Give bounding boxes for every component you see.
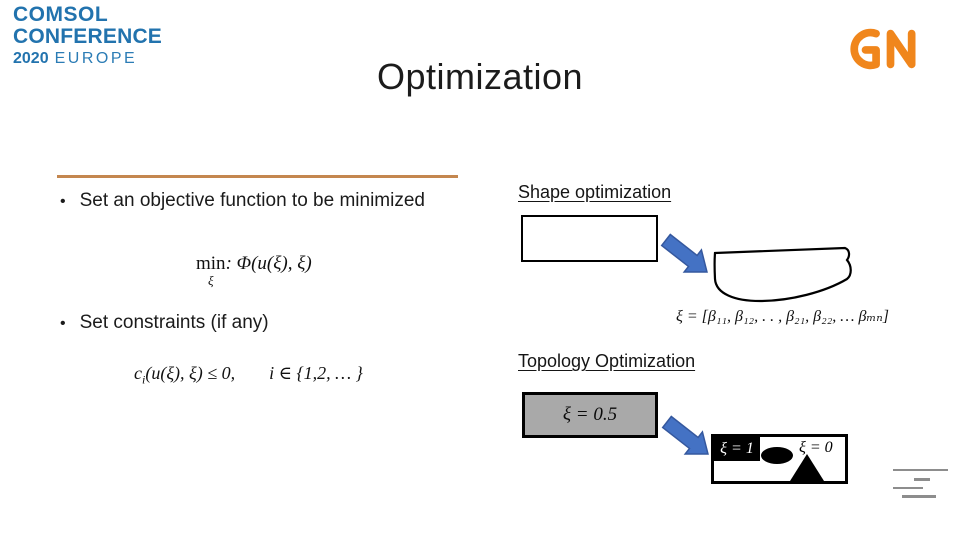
bullet-objective: • Set an objective function to be minimi… <box>60 190 425 214</box>
min-operator-stack: min ξ <box>196 254 226 287</box>
blue-arrow-icon <box>660 233 708 273</box>
gn-logo <box>836 24 920 79</box>
initial-design-box <box>521 215 658 262</box>
solid-material-label: ξ = 1 <box>714 437 760 461</box>
topology-optimization-heading: Topology Optimization <box>518 351 696 371</box>
objective-formula: min ξ : Φ(u(ξ), ξ) <box>196 254 312 287</box>
comsol-conference-logo: COMSOL CONFERENCE 2020 EUROPE <box>13 3 163 68</box>
fine-print-line <box>893 487 923 489</box>
comsol-logo-line1: COMSOL <box>13 3 109 26</box>
fine-print-line <box>893 469 948 471</box>
fine-print-block <box>893 469 950 498</box>
objective-formula-body: : Φ(u(ξ), ξ) <box>225 253 312 274</box>
material-triangle <box>790 454 824 481</box>
comsol-logo-year: 2020 <box>13 50 49 68</box>
constraint-domain: i ∈ {1,2, … } <box>269 363 363 383</box>
bullet-constraints: • Set constraints (if any) <box>60 312 269 336</box>
constraint-formula: ci(u(ξ), ξ) ≤ 0, i ∈ {1,2, … } <box>134 363 363 388</box>
bullet-icon: • <box>60 315 66 332</box>
topology-initial-box: ξ = 0.5 <box>522 392 658 438</box>
page-title: Optimization <box>376 56 584 97</box>
comsol-logo-line3: 2020 EUROPE <box>13 50 162 68</box>
bullet-icon: • <box>60 193 66 210</box>
bullet-objective-text: Set an objective function to be minimize… <box>79 190 425 211</box>
fine-print-line <box>902 495 936 498</box>
shape-parameter-formula: ξ = [β₁₁, β₁₂, . . , β₂₁, β₂₂, … βₘₙ] <box>676 308 889 325</box>
material-ellipse <box>761 447 793 464</box>
void-material-label: ξ = 0 <box>799 439 833 456</box>
blue-arrow-icon <box>661 415 709 455</box>
accent-divider <box>57 175 458 178</box>
comsol-logo-region: EUROPE <box>54 50 138 68</box>
fine-print-line <box>913 478 930 481</box>
constraint-subscript: i <box>142 372 146 387</box>
constraint-var: c <box>134 363 142 383</box>
min-operator: min <box>196 253 226 274</box>
min-subscript: ξ <box>207 272 214 288</box>
shape-optimization-heading: Shape optimization <box>518 182 672 202</box>
bullet-constraints-text: Set constraints (if any) <box>79 312 269 333</box>
optimized-shape <box>713 246 852 303</box>
gn-logo-icon <box>850 28 916 70</box>
constraint-expression: (u(ξ), ξ) ≤ 0, <box>145 363 236 383</box>
comsol-logo-line2: CONFERENCE <box>13 25 163 49</box>
constraint-lhs: ci(u(ξ), ξ) ≤ 0, <box>134 363 235 388</box>
topology-result-box: ξ = 1 ξ = 0 <box>711 434 848 484</box>
